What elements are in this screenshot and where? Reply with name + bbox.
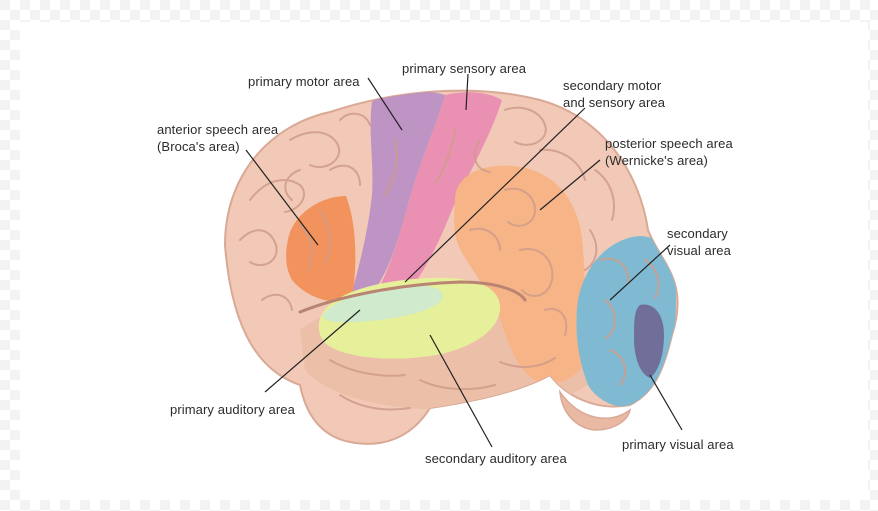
- label-posterior-speech-area: posterior speech area (Wernicke's area): [605, 135, 733, 169]
- label-anterior-speech-area: anterior speech area (Broca's area): [157, 121, 278, 155]
- label-secondary-visual-area: secondary visual area: [667, 225, 731, 259]
- label-primary-auditory-area: primary auditory area: [170, 401, 295, 418]
- label-primary-motor-area: primary motor area: [248, 73, 360, 90]
- label-primary-sensory-area: primary sensory area: [402, 60, 526, 77]
- label-secondary-motor-sensory-area: secondary motor and sensory area: [563, 77, 665, 111]
- label-secondary-auditory-area: secondary auditory area: [425, 450, 567, 467]
- label-primary-visual-area: primary visual area: [622, 436, 734, 453]
